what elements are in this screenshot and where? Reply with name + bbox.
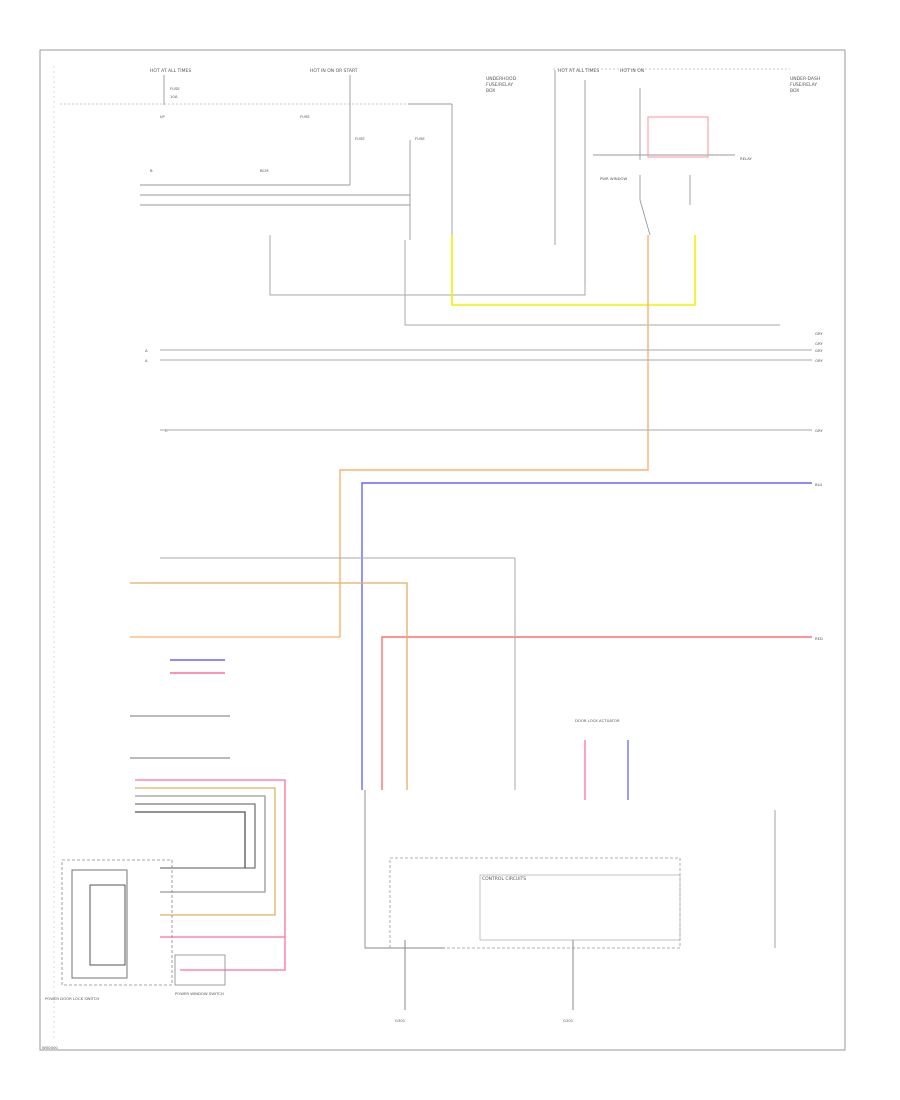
svg-text:GRY: GRY (815, 341, 823, 346)
relay-coil-pink (647, 116, 709, 158)
svg-text:BOX: BOX (486, 88, 495, 94)
bus-lines (160, 349, 812, 790)
ground-2-label: G201 (563, 1018, 574, 1023)
svg-text:GRY: GRY (815, 428, 823, 433)
wire-gray-mid (404, 240, 780, 326)
wire-blue (361, 482, 812, 790)
fuse-block-right (554, 70, 735, 285)
svg-text:A: A (145, 358, 148, 363)
fuse-labels-left: HOT AT ALL TIMES HOT IN ON OR START FUSE… (150, 68, 425, 173)
fuse-block-left (140, 75, 453, 240)
door-lock-actuator-label: DOOR LOCK ACTUATOR (575, 718, 620, 723)
svg-text:RELAY: RELAY (740, 156, 753, 161)
svg-text:BCM: BCM (260, 168, 268, 173)
svg-text:FUSE: FUSE (355, 136, 365, 141)
control-circuits-box (389, 857, 681, 949)
svg-text:PWR WINDOW: PWR WINDOW (600, 176, 628, 181)
svg-text:BOX: BOX (790, 88, 799, 94)
svg-text:HOT AT ALL TIMES: HOT AT ALL TIMES (150, 68, 191, 74)
svg-text:GRY: GRY (815, 358, 823, 363)
svg-text:HOT IN ON: HOT IN ON (620, 68, 644, 74)
wire-gray-left (269, 235, 586, 296)
svg-text:I/P: I/P (160, 114, 165, 119)
control-circuits-label: CONTROL CIRCUITS (482, 876, 526, 882)
diagram-frame (39, 49, 846, 1051)
wire-red (381, 636, 812, 790)
svg-text:HOT AT ALL TIMES: HOT AT ALL TIMES (558, 68, 599, 74)
svg-text:10A: 10A (170, 94, 178, 99)
wire-yellow (451, 235, 696, 306)
left-harness (135, 779, 286, 971)
switch-element (89, 884, 126, 966)
wire-tan (130, 582, 408, 790)
ground-1-label: G301 (395, 1018, 406, 1023)
svg-text:FUSE/RELAY: FUSE/RELAY (486, 82, 513, 88)
power-door-lock-switch-label: POWER DOOR LOCK SWITCH (45, 996, 99, 1001)
svg-text:GRY: GRY (815, 331, 823, 336)
svg-text:GRY: GRY (815, 348, 823, 353)
power-window-switch-label: POWER WINDOW SWITCH (175, 991, 224, 996)
svg-text:C: C (165, 428, 168, 433)
svg-text:B: B (150, 168, 153, 173)
right-switch-box (174, 954, 226, 986)
svg-text:FUSE/RELAY: FUSE/RELAY (790, 82, 817, 88)
svg-text:FUSE: FUSE (170, 86, 180, 91)
svg-text:BLU: BLU (815, 482, 823, 487)
svg-text:RED: RED (815, 636, 823, 641)
central-bracket (364, 790, 445, 949)
power-window-switch-box (61, 859, 173, 986)
power-window-switch-inner (71, 869, 128, 979)
svg-text:UNDER-DASH: UNDER-DASH (790, 76, 820, 82)
svg-text:FUSE: FUSE (415, 136, 425, 141)
svg-text:A: A (145, 348, 148, 353)
control-circuits-inner (479, 874, 681, 941)
bus-labels: A A C GRY GRY GRY GRY GRY BLU RED (145, 331, 823, 641)
wire-orange (339, 235, 649, 637)
svg-text:HOT IN ON OR START: HOT IN ON OR START (310, 68, 358, 74)
svg-text:FUSE: FUSE (300, 114, 310, 119)
svg-text:UNDERHOOD: UNDERHOOD (486, 76, 517, 82)
footer-code: W00000 (42, 1045, 58, 1050)
fuse-labels-right: UNDERHOOD FUSE/RELAY BOX HOT AT ALL TIME… (486, 68, 820, 181)
